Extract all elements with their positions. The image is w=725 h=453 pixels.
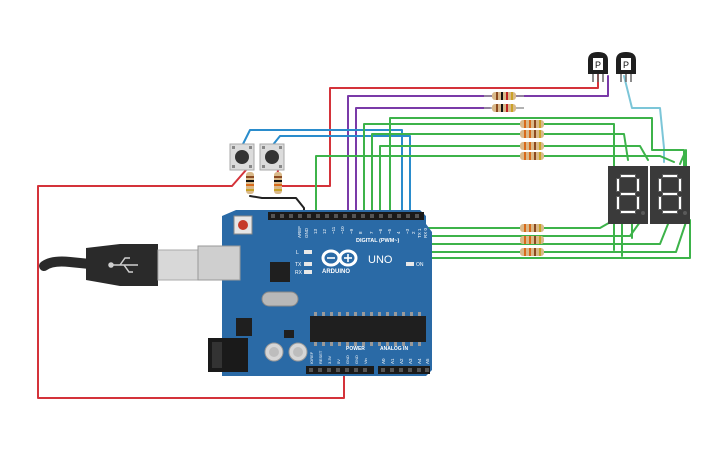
pin-label-11: ~11: [331, 226, 336, 234]
seven-segment-display-2[interactable]: [650, 166, 690, 224]
arduino-logo: [321, 249, 358, 267]
cyan-wire-transistor[interactable]: [623, 75, 665, 163]
pin-label-a4: A4: [417, 358, 422, 364]
green-wire-bottom-5[interactable]: [409, 219, 691, 259]
red-wire-5v-loop[interactable]: [37, 169, 345, 399]
power-header-title: POWER: [346, 346, 365, 352]
usb-icon: [108, 257, 138, 273]
green-wire-top-3[interactable]: [379, 145, 649, 219]
pin-label-aref: AREF: [297, 226, 302, 238]
pin-label-rx0: RX 0: [423, 227, 428, 238]
led-label-tx: TX: [295, 262, 302, 268]
push-button-2[interactable]: [259, 143, 285, 171]
green-wire-bottom-3[interactable]: [409, 223, 669, 245]
blue-wire-button-1[interactable]: [241, 129, 403, 219]
analog-pin-labels: A0 A1 A2 A3 A4 A5: [381, 358, 430, 364]
pin-label-tx1: TX 1: [417, 228, 422, 238]
regulator: [236, 318, 252, 336]
transistor-2[interactable]: P: [616, 52, 636, 82]
resistor-top-2[interactable]: [484, 104, 524, 112]
crystal-oscillator: [261, 291, 299, 307]
usb-plug-metal: [157, 249, 201, 281]
analog-header: [378, 366, 430, 374]
pin-label-a5: A5: [425, 358, 430, 364]
resistor-top-1[interactable]: [484, 92, 524, 100]
pin-label-gnd2: GND: [354, 355, 359, 364]
usb-cable-wire: [39, 256, 95, 271]
power-pin-labels: IOREF RESET 3.3V 5V GND GND Vin: [309, 350, 368, 364]
resistor-button-2[interactable]: [274, 172, 282, 194]
digital-header-holes: [271, 214, 419, 218]
transistor-1-label: P: [595, 60, 601, 70]
pin-label-gnd1: GND: [345, 355, 350, 364]
pin-label-3v3: 3.3V: [327, 355, 332, 364]
pin-label-8: 8: [358, 231, 363, 234]
pin-label-4: 4: [396, 231, 401, 234]
pin-label-a2: A2: [399, 358, 404, 364]
green-wire-right-bundle[interactable]: [613, 149, 687, 257]
digital-header-title: DIGITAL (PWM~): [356, 238, 400, 244]
pin-label-a0: A0: [381, 358, 386, 364]
pin-label-7: 7: [369, 231, 374, 234]
pin-label-2: 2: [411, 231, 416, 234]
onboard-leds: L TX RX ON: [295, 250, 424, 276]
green-wire-bottom-4[interactable]: [409, 221, 687, 253]
pin-label-12: 12: [322, 228, 327, 234]
resistor-seg-7[interactable]: [520, 248, 544, 256]
atmega-chip: [310, 316, 426, 342]
usb-b-port: [197, 245, 241, 281]
led-label-rx: RX: [295, 270, 303, 276]
pin-label-vin: Vin: [363, 358, 368, 364]
green-wire-top-1[interactable]: [363, 123, 615, 219]
usb-cable[interactable]: [39, 244, 201, 286]
pin-label-6: ~6: [378, 228, 383, 234]
analog-header-title: ANALOG IN: [380, 346, 408, 352]
usb-chip: [270, 262, 290, 282]
green-wire-top-5[interactable]: [389, 117, 685, 219]
pin-label-3: ~3: [405, 228, 410, 234]
purple-wire-2[interactable]: [355, 107, 491, 219]
led-label-on: ON: [416, 262, 424, 268]
push-button-1[interactable]: [229, 143, 255, 171]
pin-label-reset: RESET: [318, 350, 323, 364]
pin-label-gnd: GND: [304, 227, 309, 238]
resistor-seg-4[interactable]: [520, 152, 544, 160]
green-wire-top-4[interactable]: [315, 155, 675, 219]
pin-label-9: ~9: [349, 228, 354, 234]
resistor-seg-5[interactable]: [520, 224, 544, 232]
resistor-button-1[interactable]: [246, 172, 254, 194]
pin-label-10: ~10: [340, 226, 345, 234]
resistor-seg-1[interactable]: [520, 120, 544, 128]
green-wire-bottom-2[interactable]: [409, 221, 641, 237]
transistor-2-label: P: [623, 60, 629, 70]
transistor-1[interactable]: P: [588, 52, 608, 82]
resistors: [246, 92, 544, 256]
pin-label-5v: 5V: [336, 359, 341, 364]
pin-label-13: 13: [313, 228, 318, 234]
blue-wire-button-2[interactable]: [271, 135, 411, 219]
green-wire-bottom-1[interactable]: [409, 219, 615, 229]
top-pin-labels: AREF GND 13 12 ~11 ~10 ~9 8 7 ~6 ~5 4 ~3…: [297, 226, 428, 238]
arduino-logo-text: ARDUINO: [322, 269, 350, 275]
resistor-seg-2[interactable]: [520, 130, 544, 138]
reset-button-cap: [238, 220, 248, 230]
arduino-uno-board[interactable]: AREF GND 13 12 ~11 ~10 ~9 8 7 ~6 ~5 4 ~3…: [197, 210, 432, 376]
seven-segment-display-1[interactable]: [608, 166, 648, 224]
resistor-seg-6[interactable]: [520, 236, 544, 244]
led-label-l: L: [296, 250, 299, 256]
resistor-seg-3[interactable]: [520, 142, 544, 150]
pin-label-a1: A1: [390, 358, 395, 364]
arduino-model-text: UNO: [368, 254, 393, 266]
pin-label-a3: A3: [408, 358, 413, 364]
pin-label-ioref: IOREF: [309, 351, 314, 364]
atmega-pins: [314, 312, 421, 346]
pin-label-5: ~5: [387, 228, 392, 234]
